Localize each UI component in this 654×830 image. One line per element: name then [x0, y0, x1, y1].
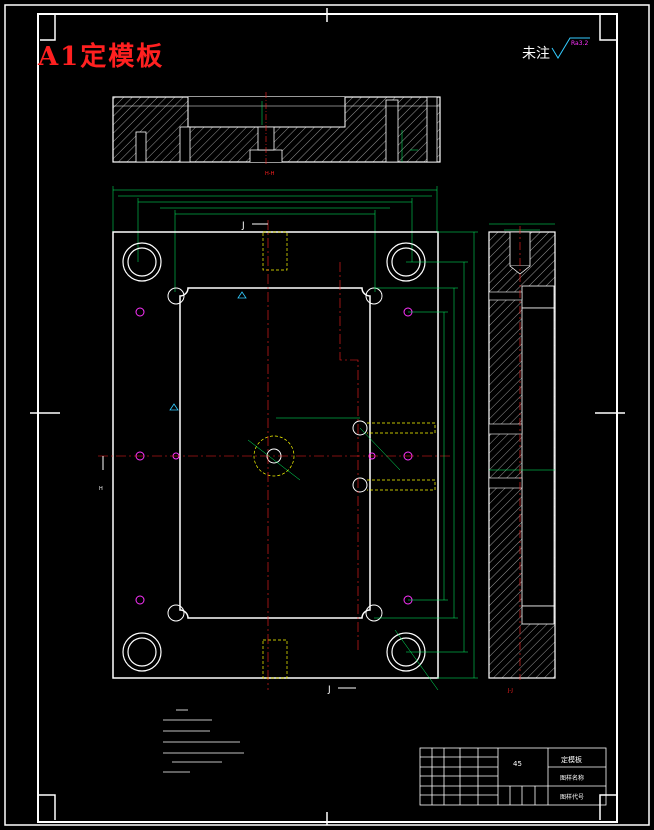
title-block [419, 747, 607, 806]
roughness-note: 未注 [522, 46, 550, 62]
technical-notes [163, 709, 244, 773]
main-plan-view [98, 220, 478, 691]
title-block-material: 45 [513, 760, 522, 768]
title-block-drawing-name-label: 图样名称 [560, 774, 584, 782]
cut-marks [102, 223, 356, 689]
roughness-symbol-icon [551, 37, 590, 59]
title-block-part-name: 定模板 [561, 755, 582, 764]
section-label-hh: H-H [265, 171, 275, 177]
drawing-title: A1定模板 [37, 41, 164, 72]
section-label-jj: J-J [507, 688, 513, 694]
roughness-symbol-value: Ra3.2 [571, 40, 588, 47]
trim-marks [30, 8, 625, 825]
title-block-drawing-code-label: 图样代号 [560, 793, 584, 801]
side-section-view [488, 223, 556, 680]
top-section-view [112, 92, 441, 166]
cut-mark-j-top: J [241, 221, 245, 231]
plan-width-dimensions [112, 186, 438, 292]
cut-mark-h: H [99, 486, 103, 492]
cut-mark-j-bottom: J [327, 685, 331, 695]
